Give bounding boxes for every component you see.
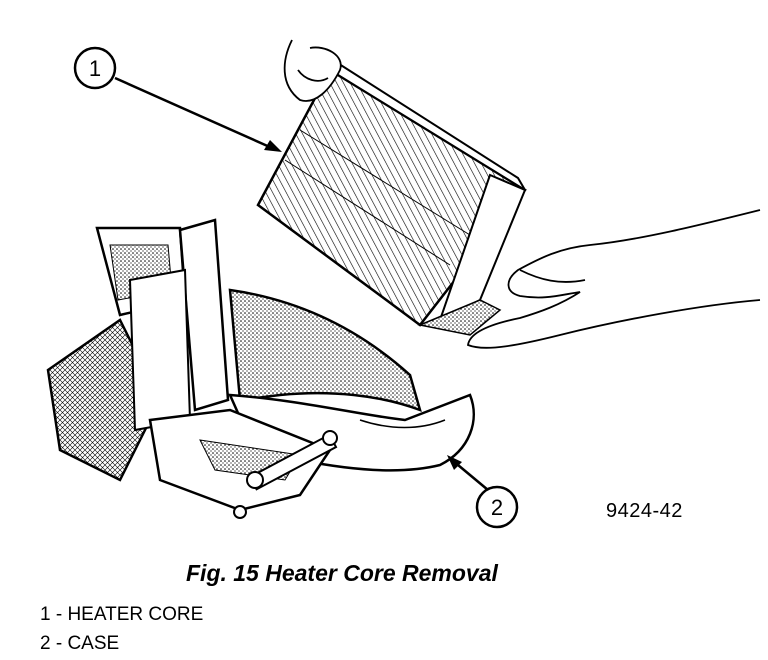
figure-caption: Fig. 15 Heater Core Removal: [186, 560, 498, 586]
figure-code: 9424-42: [606, 500, 683, 522]
door-pivot-rod: [246, 430, 338, 491]
legend-item-case: 2 - CASE: [40, 633, 120, 654]
heater-core: [256, 60, 527, 336]
callout-1-number: 1: [89, 56, 101, 81]
hvac-case: [46, 218, 475, 519]
legend: 1 - HEATER CORE 2 - CASE: [40, 600, 203, 658]
heater-core-illustration: 1: [46, 39, 761, 529]
callout-2-number: 2: [491, 495, 503, 520]
callout-2: 2: [447, 455, 519, 529]
callout-1: 1: [73, 46, 282, 152]
technician-hands: [283, 39, 761, 349]
legend-item-heater-core: 1 - HEATER CORE: [40, 604, 204, 625]
